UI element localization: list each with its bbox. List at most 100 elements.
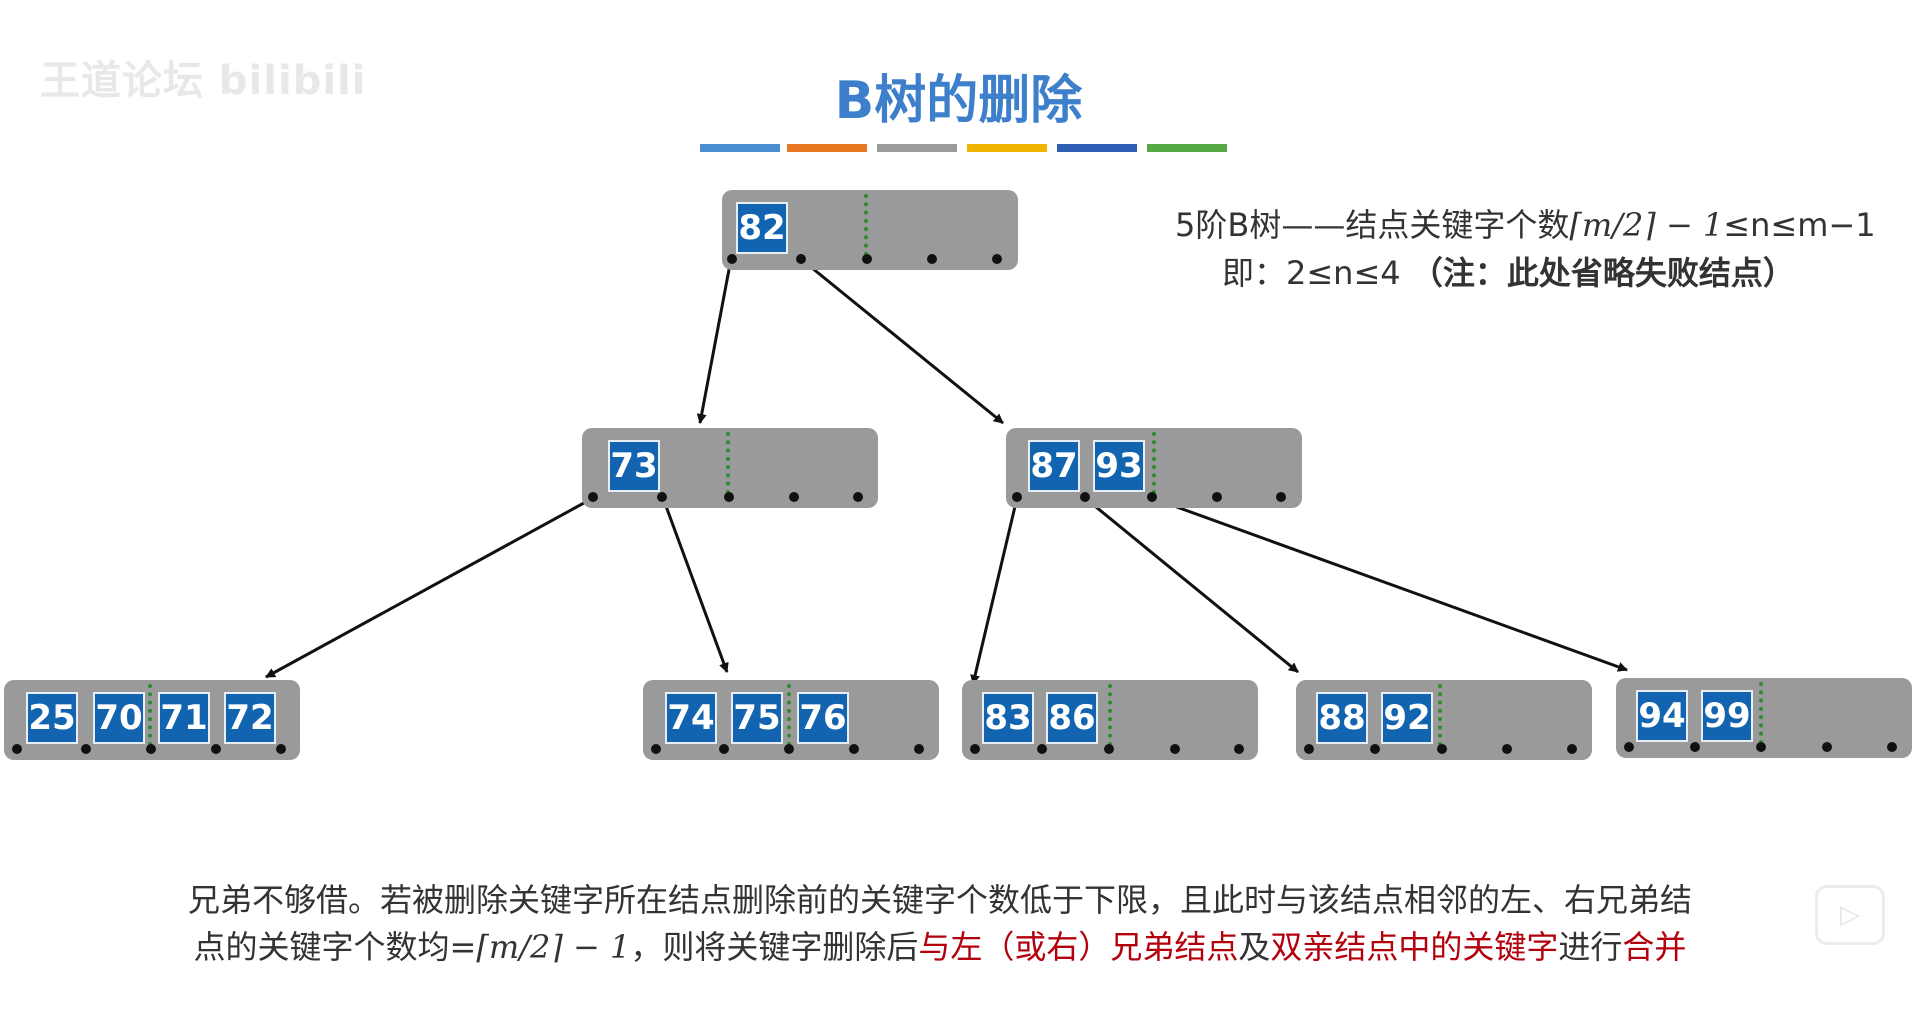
- order-rule-prefix: 5阶B树——结点关键字个数: [1175, 206, 1570, 244]
- key-88: 88: [1316, 692, 1368, 744]
- key-86: 86: [1046, 692, 1098, 744]
- child-pointer: [1370, 744, 1380, 754]
- child-pointer: [1212, 492, 1222, 502]
- child-pointer: [1147, 492, 1157, 502]
- edge-root-to-87-93: [800, 257, 1004, 425]
- order-rule-range: 即：2≤n≤4 （注：此处省略失败结点）: [1222, 248, 1795, 294]
- order-rule: 5阶B树——结点关键字个数⌈m/2⌉ − 1≤n≤m−1: [1175, 200, 1876, 246]
- key-87: 87: [1028, 440, 1080, 492]
- color-bar-segment: [877, 144, 957, 152]
- edge-87-93-to-leaf4: [1084, 496, 1299, 674]
- order-rule-range-text: 即：2≤n≤4: [1222, 254, 1401, 292]
- caption-text: 进行: [1558, 928, 1623, 966]
- fill-separator: [1152, 432, 1156, 494]
- child-pointer: [657, 492, 667, 502]
- edge-87-to-leaf3: [970, 497, 1019, 685]
- leaf-node-5: 94 99: [1616, 678, 1912, 758]
- key-94: 94: [1636, 690, 1688, 742]
- caption-highlight: 双亲结点中的关键字: [1270, 928, 1559, 966]
- key-70: 70: [93, 692, 145, 744]
- key-25: 25: [26, 692, 78, 744]
- child-pointer: [1822, 742, 1832, 752]
- child-pointer: [1234, 744, 1244, 754]
- child-pointer: [1887, 742, 1897, 752]
- child-pointer: [1437, 744, 1447, 754]
- color-bar-segment: [787, 144, 867, 152]
- child-pointer: [789, 492, 799, 502]
- child-pointer: [1170, 744, 1180, 754]
- child-pointer: [914, 744, 924, 754]
- key-76: 76: [797, 692, 849, 744]
- child-pointer: [1304, 744, 1314, 754]
- internal-node-73: 73: [582, 428, 878, 508]
- child-pointer: [651, 744, 661, 754]
- child-pointer: [970, 744, 980, 754]
- child-pointer: [1104, 744, 1114, 754]
- caption-text: 点的关键字个数均=: [193, 928, 477, 966]
- caption-highlight: 合并: [1622, 928, 1687, 966]
- child-pointer: [1567, 744, 1577, 754]
- child-pointer: [146, 744, 156, 754]
- child-pointer: [992, 254, 1002, 264]
- key-83: 83: [982, 692, 1034, 744]
- fill-separator: [1759, 682, 1763, 744]
- play-button[interactable]: ▷: [1815, 885, 1885, 945]
- play-icon: ▷: [1840, 900, 1860, 930]
- child-pointer: [588, 492, 598, 502]
- caption-line-2: 点的关键字个数均=⌈m/2⌉ − 1，则将关键字删除后与左（或右）兄弟结点及双亲…: [120, 922, 1760, 968]
- root-node: 82: [722, 190, 1018, 270]
- edge-root-to-73: [696, 258, 733, 424]
- leaf-node-2: 74 75 76: [643, 680, 939, 760]
- fill-separator: [864, 194, 868, 256]
- child-pointer: [796, 254, 806, 264]
- leaf-node-3: 83 86: [962, 680, 1258, 760]
- key-72: 72: [224, 692, 276, 744]
- child-pointer: [727, 254, 737, 264]
- child-pointer: [1690, 742, 1700, 752]
- child-pointer: [211, 744, 221, 754]
- child-pointer: [724, 492, 734, 502]
- key-71: 71: [158, 692, 210, 744]
- child-pointer: [1624, 742, 1634, 752]
- key-74: 74: [665, 692, 717, 744]
- edge-93-to-leaf5: [1151, 496, 1628, 672]
- key-99: 99: [1701, 690, 1753, 742]
- fill-separator: [1438, 684, 1442, 746]
- child-pointer: [12, 744, 22, 754]
- key-73: 73: [608, 440, 660, 492]
- child-pointer: [927, 254, 937, 264]
- order-rule-suffix: ≤n≤m−1: [1723, 206, 1876, 244]
- child-pointer: [1037, 744, 1047, 754]
- child-pointer: [1756, 742, 1766, 752]
- fill-separator: [787, 684, 791, 746]
- fill-separator: [148, 684, 152, 746]
- color-bar-segment: [700, 144, 780, 152]
- leaf-node-4: 88 92: [1296, 680, 1592, 760]
- child-pointer: [1502, 744, 1512, 754]
- internal-node-87-93: 87 93: [1006, 428, 1302, 508]
- child-pointer: [719, 744, 729, 754]
- page-title: B树的删除: [834, 71, 1083, 131]
- child-pointer: [1276, 492, 1286, 502]
- fill-separator: [726, 432, 730, 494]
- key-75: 75: [731, 692, 783, 744]
- order-rule-note: （注：此处省略失败结点）: [1410, 254, 1795, 292]
- caption-line-1: 兄弟不够借。若被删除关键字所在结点删除前的关键字个数低于下限，且此时与该结点相邻…: [187, 881, 1692, 919]
- caption-highlight: 与左（或右）兄弟结点: [918, 928, 1239, 966]
- child-pointer: [81, 744, 91, 754]
- watermark: 王道论坛 bilibili: [40, 58, 367, 104]
- caption-formula: ⌈m/2⌉ − 1: [476, 928, 631, 966]
- root-key-82: 82: [736, 202, 788, 254]
- child-pointer: [1012, 492, 1022, 502]
- color-bar-segment: [967, 144, 1047, 152]
- child-pointer: [862, 254, 872, 264]
- caption-text: ，则将关键字删除后: [630, 928, 919, 966]
- child-pointer: [1080, 492, 1090, 502]
- key-93: 93: [1093, 440, 1145, 492]
- child-pointer: [784, 744, 794, 754]
- fill-separator: [1108, 684, 1112, 746]
- color-bar-segment: [1147, 144, 1227, 152]
- child-pointer: [853, 492, 863, 502]
- key-92: 92: [1381, 692, 1433, 744]
